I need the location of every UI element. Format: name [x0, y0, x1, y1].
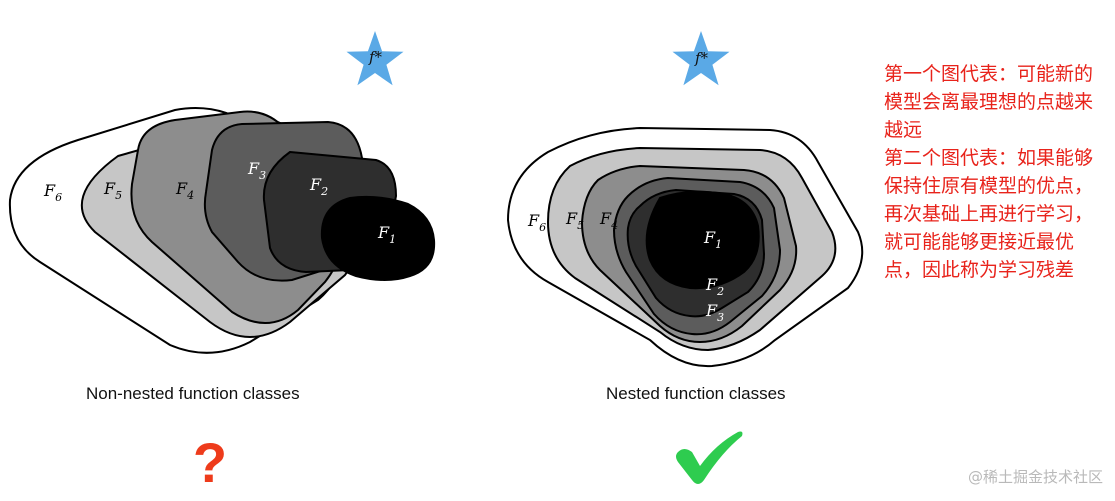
function-class-label: F1 [377, 223, 396, 246]
function-class-label: F6 [527, 211, 546, 234]
function-class-label: F2 [705, 275, 724, 298]
right-caption: Nested function classes [606, 384, 786, 403]
function-class-label: F1 [703, 228, 722, 251]
function-class-label: F3 [705, 301, 724, 324]
function-class-label: F2 [309, 175, 328, 198]
star-icon: f* [672, 31, 730, 86]
function-class-label: F6 [43, 181, 62, 204]
star-icon: f* [346, 31, 404, 86]
function-class-label: F3 [247, 159, 266, 182]
watermark: @稀土掘金技术社区 [967, 468, 1103, 486]
note-line-1: 第一个图代表：可能新的模型会离最理想的点越来越远 [884, 63, 1094, 141]
function-class-label: F4 [175, 179, 194, 202]
left-caption: Non-nested function classes [86, 384, 300, 403]
question-mark-icon: ? [193, 431, 227, 494]
optimum-label: f* [694, 49, 709, 67]
check-mark-icon [676, 431, 743, 484]
annotation-note: 第一个图代表：可能新的模型会离最理想的点越来越远 第二个图代表：如果能够保持住原… [884, 60, 1098, 284]
function-class-label: F5 [565, 209, 584, 232]
optimum-label: f* [368, 48, 383, 66]
note-line-2: 第二个图代表：如果能够保持住原有模型的优点，再次基础上再进行学习，就可能能够更接… [884, 147, 1094, 281]
function-class-label: F4 [599, 209, 618, 232]
function-class-label: F5 [103, 179, 122, 202]
region-f1 [320, 195, 436, 281]
region-f1 [645, 190, 760, 290]
